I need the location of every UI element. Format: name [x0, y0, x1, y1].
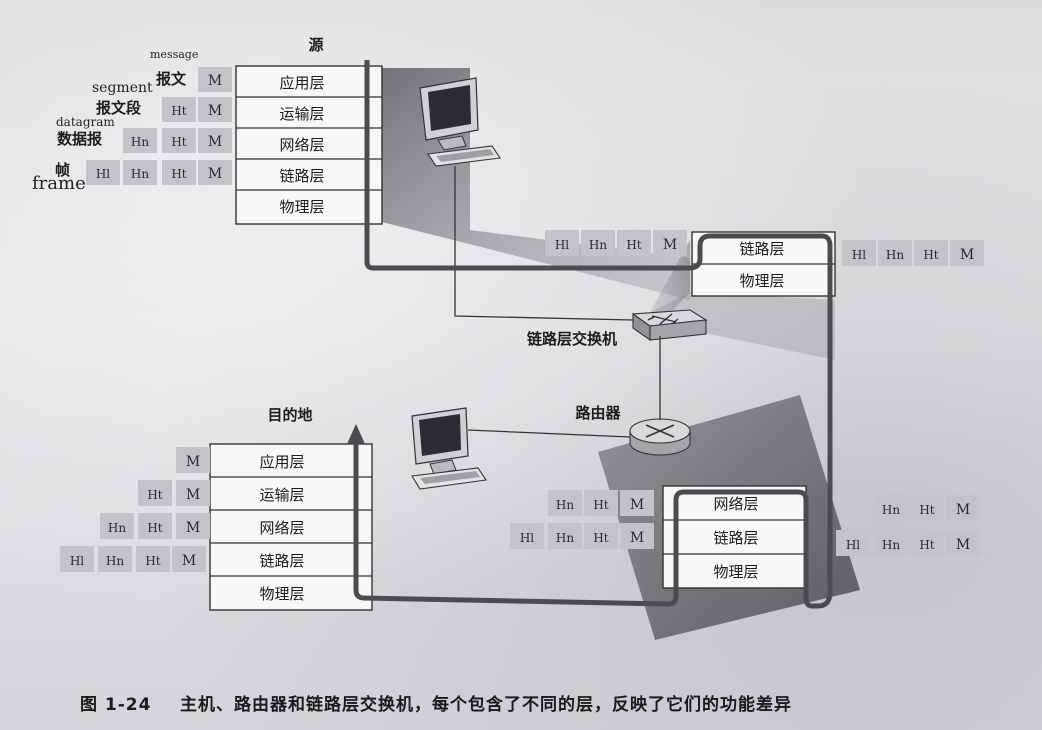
router-in-fr-hn: Hn [556, 531, 574, 545]
switch-stack: 链路层 物理层 [691, 231, 836, 297]
source-datagram-ht: Ht [171, 135, 186, 149]
router-link-layer: 链路层 [713, 529, 758, 547]
router-in-fr-hl: Hl [520, 531, 534, 545]
switch-shadow [650, 240, 690, 335]
dest-nw-ht: Ht [147, 521, 162, 535]
source-frame-m: M [208, 166, 222, 182]
english-frame: frame [32, 173, 86, 194]
router-in-dg-m: M [630, 497, 644, 513]
english-segment: segment [92, 80, 153, 96]
switch-link-layer: 链路层 [739, 240, 784, 258]
source-network-layer: 网络层 [279, 136, 324, 154]
router-network-layer: 网络层 [713, 495, 758, 513]
router-in-dg-hn: Hn [556, 498, 574, 512]
switch-in-m: M [663, 237, 677, 253]
dest-lk-m: M [182, 553, 196, 569]
router-out-fr-m: M [956, 537, 970, 553]
destination-label: 目的地 [267, 406, 312, 424]
router-out-fr-hl: Hl [846, 538, 860, 552]
switch-icon [631, 309, 708, 342]
source-stack: 应用层 运输层 网络层 链路层 物理层 [235, 65, 383, 225]
label-frame-cn: 帧 [55, 161, 70, 179]
switch-out-hl: Hl [852, 248, 866, 262]
router-in-datagram: Hn Ht M [548, 490, 654, 516]
dest-lk-hn: Hn [106, 554, 124, 568]
router-out-frame: Hl Hn Ht M [836, 530, 980, 556]
dest-lk-hl: Hl [70, 554, 84, 568]
english-datagram: datagram [56, 115, 115, 129]
dest-tr-ht: Ht [147, 488, 162, 502]
source-message-m: M [208, 73, 222, 89]
destination-computer-icon [411, 407, 487, 490]
switch-in-ht: Ht [626, 238, 641, 252]
dest-lk-ht: Ht [145, 554, 160, 568]
source-physical-layer: 物理层 [279, 198, 324, 216]
router-in-frame: Hl Hn Ht M [510, 523, 654, 549]
source-segment-m: M [208, 103, 222, 119]
source-headers: M Ht M Hn Ht M Hl Hn Ht M [86, 67, 232, 185]
source-label: 源 [308, 36, 323, 54]
router-out-dg-ht: Ht [919, 503, 934, 517]
dest-transport-layer: 运输层 [259, 486, 304, 504]
figure-caption-text: 主机、路由器和链路层交换机，每个包含了不同的层，反映了它们的功能差异 [180, 695, 792, 715]
router-stack: 网络层 链路层 物理层 [662, 485, 807, 589]
english-message: message [150, 48, 199, 61]
packet-path-arrow [347, 424, 365, 444]
router-in-fr-ht: Ht [593, 531, 608, 545]
dest-app-m: M [186, 454, 200, 470]
source-transport-layer: 运输层 [279, 105, 324, 123]
destination-headers: M Ht M Hn Ht M Hl Hn Ht M [60, 447, 210, 572]
source-datagram-m: M [208, 134, 222, 150]
switch-out-hn: Hn [886, 248, 904, 262]
source-frame-hn: Hn [131, 167, 149, 181]
router-label: 路由器 [575, 404, 621, 422]
dest-tr-m: M [186, 487, 200, 503]
switch-out-m: M [960, 247, 974, 263]
router-out-dg-m: M [956, 502, 970, 518]
label-datagram-cn: 数据报 [57, 130, 102, 148]
switch-in-frame: Hl Hn Ht M [545, 230, 687, 256]
switch-in-hn: Hn [589, 238, 607, 252]
switch-physical-layer: 物理层 [739, 272, 784, 290]
dest-nw-hn: Hn [108, 521, 126, 535]
source-frame-hl: Hl [96, 167, 110, 181]
source-computer-icon [419, 77, 501, 167]
switch-out-frame: Hl Hn Ht M [842, 240, 984, 266]
switch-cone [640, 292, 835, 360]
packet-path [353, 60, 833, 609]
source-frame-ht: Ht [171, 167, 186, 181]
destination-stack: 应用层 运输层 网络层 链路层 物理层 [209, 443, 373, 611]
switch-out-ht: Ht [923, 248, 938, 262]
router-out-fr-ht: Ht [919, 538, 934, 552]
dest-nw-m: M [186, 520, 200, 536]
router-out-datagram: Hn Ht M [874, 495, 980, 521]
label-segment-cn: 报文段 [96, 99, 141, 117]
dest-network-layer: 网络层 [259, 519, 304, 537]
dest-link-layer: 链路层 [259, 552, 304, 570]
source-link-layer: 链路层 [279, 167, 324, 185]
router-physical-layer: 物理层 [713, 563, 758, 581]
label-message-cn: 报文 [156, 70, 187, 88]
source-datagram-hn: Hn [131, 135, 149, 149]
dest-application-layer: 应用层 [259, 453, 304, 471]
source-segment-ht: Ht [171, 104, 186, 118]
source-application-layer: 应用层 [279, 74, 324, 92]
router-icon [629, 418, 691, 456]
dest-physical-layer: 物理层 [259, 585, 304, 603]
figure-caption: 图 1-24 主机、路由器和链路层交换机，每个包含了不同的层，反映了它们的功能差异 [80, 690, 980, 715]
figure-number: 图 1-24 [80, 695, 152, 715]
router-in-fr-m: M [630, 530, 644, 546]
switch-label: 链路层交换机 [527, 330, 617, 348]
router-in-dg-ht: Ht [593, 498, 608, 512]
switch-in-hl: Hl [555, 238, 569, 252]
router-out-dg-hn: Hn [882, 503, 900, 517]
link-router-to-dest [467, 429, 631, 438]
link-source-to-switch [454, 166, 634, 321]
router-out-fr-hn: Hn [882, 538, 900, 552]
